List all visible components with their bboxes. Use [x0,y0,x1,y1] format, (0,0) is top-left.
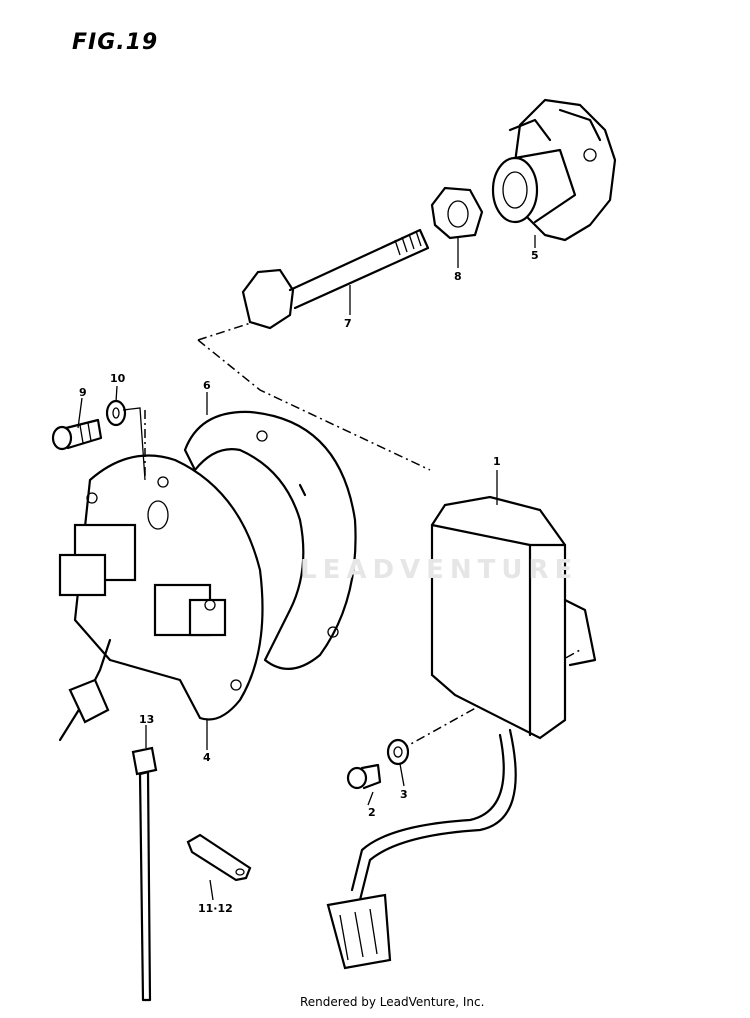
callout-6: 6 [203,379,211,392]
leader-lines [77,235,536,901]
base-plate [58,454,264,742]
cdi-unit [326,495,597,970]
watermark: LEADVENTURE [300,555,579,585]
figure-title: FIG.19 [72,30,159,55]
washer-cdi [386,738,410,766]
gasket-plate [183,410,357,670]
nut [430,186,484,240]
assembly-line [144,319,431,480]
callout-2: 2 [368,806,376,819]
callout-8: 8 [454,270,462,283]
bolt [241,228,430,330]
callout-10: 10 [110,372,126,385]
callout-9: 9 [79,386,87,399]
callout-3: 3 [400,788,408,801]
callout-4: 4 [203,751,211,764]
callout-13: 13 [139,713,154,726]
callout-11-12: 11·12 [198,902,233,915]
washer-plate [105,399,127,427]
callout-7: 7 [344,317,352,330]
footer-credit: Rendered by LeadVenture, Inc. [300,995,485,1009]
callout-1: 1 [493,455,501,468]
clamp [186,833,252,882]
rotor [491,98,617,242]
screw-plate [51,418,103,451]
cable-tie [131,746,158,1002]
callout-5: 5 [531,249,539,262]
screw-cdi [346,763,382,790]
